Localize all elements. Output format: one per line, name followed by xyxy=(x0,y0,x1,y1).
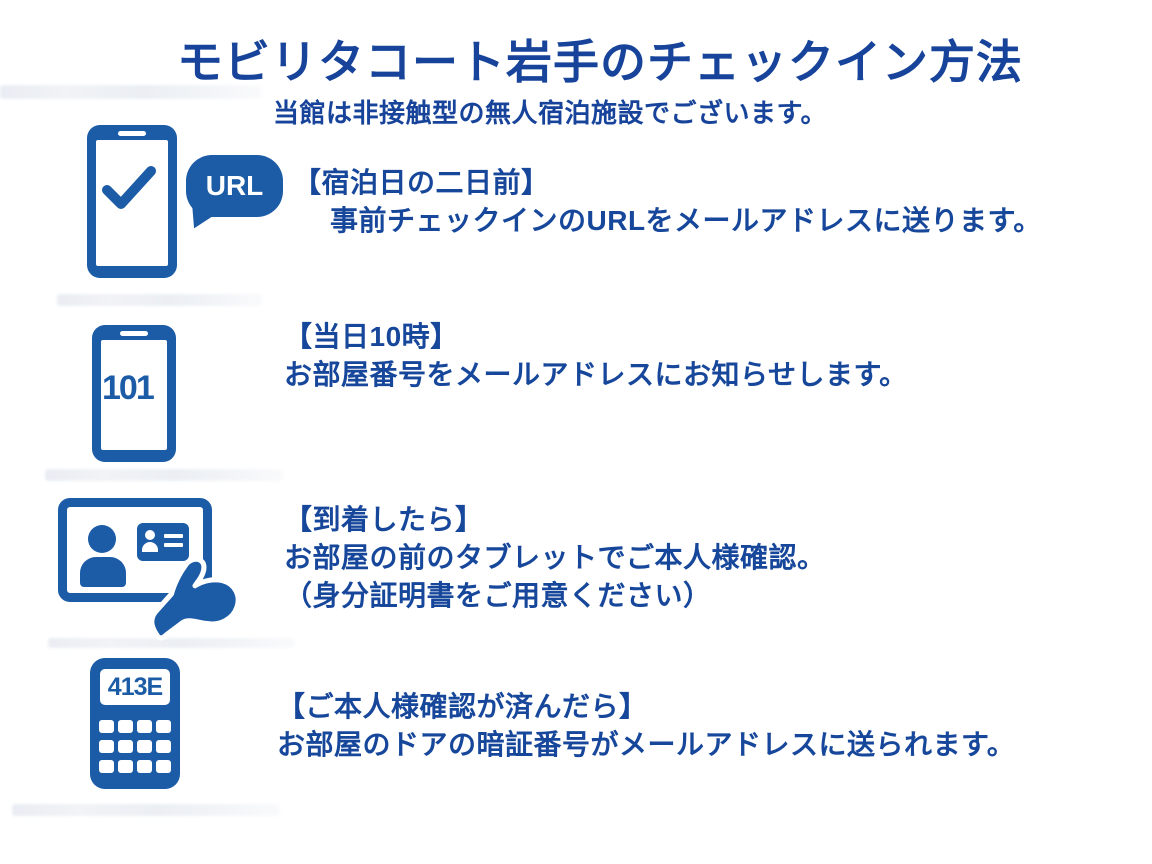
step2-text: 【当日10時】 お部屋番号をメールアドレスにお知らせします。 xyxy=(284,318,908,394)
keypad-key xyxy=(156,720,171,733)
keypad-key xyxy=(99,740,114,753)
keypad-key xyxy=(118,760,133,773)
keypad-key xyxy=(137,720,152,733)
step1-text: 【宿泊日の二日前】 事前チェックインのURLをメールアドレスに送ります。 xyxy=(293,164,1042,240)
step3-line: お部屋の前のタブレットでご本人様確認。 xyxy=(284,542,826,573)
step2-line: お部屋番号をメールアドレスにお知らせします。 xyxy=(284,359,908,390)
keypad-key xyxy=(118,740,133,753)
id-card-text-line xyxy=(164,543,183,547)
id-card-text-line xyxy=(164,534,183,538)
url-bubble-label: URL xyxy=(205,170,264,201)
keypad-key xyxy=(137,760,152,773)
step3-text: 【到着したら】 お部屋の前のタブレットでご本人様確認。 （身分証明書をご用意くだ… xyxy=(284,501,826,615)
keypad-key xyxy=(99,720,114,733)
page-title: モビリタコート岩手のチェックイン方法 xyxy=(177,36,1023,88)
person-head-icon xyxy=(88,525,116,553)
step3-heading: 【到着したら】 xyxy=(284,504,484,535)
phone-speaker-slot xyxy=(120,331,148,336)
erased-text-artifact xyxy=(12,804,280,816)
step1-heading: 【宿泊日の二日前】 xyxy=(293,167,550,198)
keypad-key xyxy=(156,760,171,773)
id-card-icon xyxy=(137,523,189,561)
step4-text: 【ご本人様確認が済んだら】 お部屋のドアの暗証番号がメールアドレスに送られます。 xyxy=(277,688,1015,764)
keypad-key xyxy=(156,740,171,753)
room-number-label: 101 xyxy=(102,369,155,407)
keypad-key xyxy=(99,760,114,773)
step2-heading: 【当日10時】 xyxy=(284,321,459,352)
smartphone-room-number-icon: 101 xyxy=(92,325,176,462)
checkmark-icon xyxy=(102,166,156,209)
id-card-photo-body xyxy=(142,542,158,552)
keypad-buttons xyxy=(99,720,172,773)
keypad-key xyxy=(118,720,133,733)
smartphone-check-icon xyxy=(87,125,177,278)
page-subtitle: 当館は非接触型の無人宿泊施設でございます。 xyxy=(273,98,827,128)
erased-text-artifact xyxy=(0,85,262,99)
speech-bubble-tail xyxy=(188,207,218,233)
tablet-id-verification-icon xyxy=(58,498,212,602)
step1-line: 事前チェックインのURLをメールアドレスに送ります。 xyxy=(330,205,1042,236)
id-card-photo-head xyxy=(145,530,155,540)
erased-text-artifact xyxy=(45,469,283,481)
keypad-key xyxy=(137,740,152,753)
step4-heading: 【ご本人様確認が済んだら】 xyxy=(277,691,648,722)
url-speech-bubble-icon: URL xyxy=(186,155,283,233)
phone-screen xyxy=(96,140,168,266)
step3-line: （身分証明書をご用意ください） xyxy=(284,580,712,611)
pointing-hand-icon xyxy=(149,556,241,641)
keypad-code-display: 413E xyxy=(100,669,170,705)
door-keypad-icon: 413E xyxy=(90,658,180,789)
erased-text-artifact xyxy=(57,294,262,306)
person-body-icon xyxy=(80,557,126,587)
erased-text-artifact xyxy=(48,638,295,648)
phone-speaker-slot xyxy=(118,131,146,136)
step4-line: お部屋のドアの暗証番号がメールアドレスに送られます。 xyxy=(277,729,1016,760)
phone-screen: 101 xyxy=(101,340,167,450)
